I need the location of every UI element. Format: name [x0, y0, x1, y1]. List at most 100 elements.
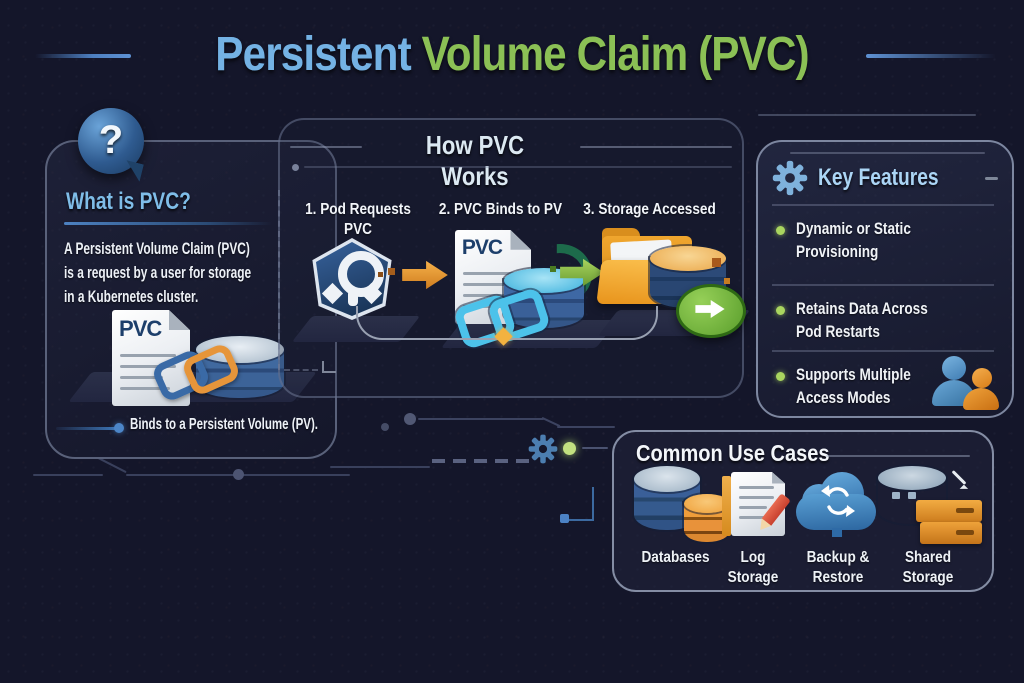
cloud-stem: [832, 528, 842, 537]
heading-side-line: [290, 146, 362, 148]
user-front-head: [972, 368, 992, 388]
document-line: [119, 387, 170, 390]
green-arrow-icon: [560, 258, 604, 287]
gear-icon: [528, 434, 558, 464]
circuit-line: [97, 456, 127, 474]
blue-trace-vertical: [592, 487, 594, 521]
feature-divider: [772, 284, 994, 286]
heading-underline: [64, 222, 272, 225]
use-case-label: Backup & Restore: [806, 549, 870, 586]
circuit-dot: [233, 469, 244, 480]
document-line: [738, 516, 771, 519]
accent-pixel: [724, 278, 730, 284]
what-is-pvc-heading: What is PVC?: [66, 188, 191, 215]
arrow-trail-pixel: [550, 266, 556, 272]
circuit-dot: [404, 413, 416, 425]
orange-arrow-icon: [402, 260, 448, 290]
bullet-dot: [776, 306, 785, 315]
user-front-body: [963, 388, 999, 410]
feature-divider: [772, 204, 994, 206]
circuit-line: [304, 166, 732, 168]
users-icon: [932, 356, 999, 410]
document-line: [462, 272, 518, 275]
document-line: [462, 305, 512, 308]
feature-item: Retains Data Across Pod Restarts: [796, 299, 928, 341]
key-features-heading: Key Features: [818, 164, 939, 191]
circuit-dot: [381, 423, 389, 431]
box-slot: [956, 530, 974, 535]
box-slot: [956, 508, 974, 513]
blue-trace-horizontal: [568, 519, 594, 521]
common-use-cases-heading: Common Use Cases: [636, 440, 830, 466]
step-2-label: 2. PVC Binds to PV: [438, 201, 563, 218]
cylinder-top: [684, 494, 730, 513]
pvc-doc-label: PVC: [119, 315, 162, 341]
arrow-trail-pixel: [378, 272, 383, 277]
question-mark-glyph: ?: [98, 118, 124, 162]
green-node-dot: [563, 442, 576, 455]
step-3-label: 3. Storage Accessed: [583, 201, 716, 218]
binds-caption: Binds to a Persistent Volume (PV).: [130, 416, 318, 433]
circuit-line: [582, 447, 608, 449]
arrow-trail-pixel: [388, 268, 395, 275]
caption-connector-dot: [114, 423, 124, 433]
what-is-pvc-panel: [45, 140, 337, 459]
title-dash-right: [866, 54, 996, 58]
heading-side-line: [580, 146, 732, 148]
server-light: [892, 492, 900, 499]
title-words-volume-claim: Volume Claim (PVC): [410, 28, 810, 81]
use-case-label: Log Storage: [727, 549, 779, 586]
storage-box-icon: [916, 500, 982, 522]
cylinder-top: [878, 466, 946, 490]
document-line: [462, 283, 518, 286]
document-line: [738, 506, 767, 509]
document-line: [738, 486, 775, 489]
what-is-pvc-description: A Persistent Volume Claim (PVC) is a req…: [64, 239, 252, 306]
circuit-dot: [292, 164, 299, 171]
access-granted-icon: [676, 284, 746, 338]
document-line: [119, 354, 176, 357]
corner-mark: [322, 361, 336, 373]
gear-icon: [772, 160, 808, 196]
circuit-line: [33, 474, 103, 476]
circuit-line: [758, 114, 976, 116]
cylinder-top: [196, 336, 284, 363]
page-title: Persistent Volume Claim (PVC): [61, 27, 962, 82]
caption-connector-line: [56, 427, 116, 430]
document-line: [462, 294, 506, 297]
heading-trailing-dash: [985, 177, 998, 180]
use-case-label: Databases: [641, 549, 710, 566]
bullet-dot: [776, 226, 785, 235]
pvc-doc-label: PVC: [461, 235, 503, 259]
dashed-connector: [432, 459, 534, 463]
pod-diamond: [321, 282, 344, 305]
circuit-line: [330, 466, 430, 468]
title-word-persistent: Persistent: [215, 28, 411, 81]
persistent-volume-cylinder-icon: [504, 268, 584, 328]
cloud-sync-icon: [796, 470, 880, 540]
circuit-line: [557, 426, 615, 428]
pvc-document-icon: PVC: [112, 310, 190, 406]
white-arrow-icon: [695, 299, 725, 319]
cylinder-top: [634, 466, 700, 492]
document-line: [738, 496, 775, 499]
bullet-dot: [776, 372, 785, 381]
heading-side-line: [826, 455, 970, 457]
blue-trace-node: [560, 514, 569, 523]
circuit-line: [418, 418, 544, 420]
step-1-label: 1. Pod Requests PVC: [305, 201, 411, 238]
accent-pixel: [712, 258, 721, 267]
storage-box-icon: [920, 522, 982, 544]
title-dash-left: [35, 54, 131, 58]
document-line: [119, 376, 164, 379]
server-light: [908, 492, 916, 499]
document-line: [119, 365, 176, 368]
user-back-head: [942, 356, 966, 380]
how-pvc-works-heading: How PVC Works: [425, 130, 525, 191]
dashed-separator-horizontal: [284, 369, 318, 371]
sync-arrows-icon: [821, 485, 855, 517]
log-book-spine: [722, 476, 731, 536]
feature-divider: [772, 350, 994, 352]
pod-pin: [348, 292, 358, 306]
